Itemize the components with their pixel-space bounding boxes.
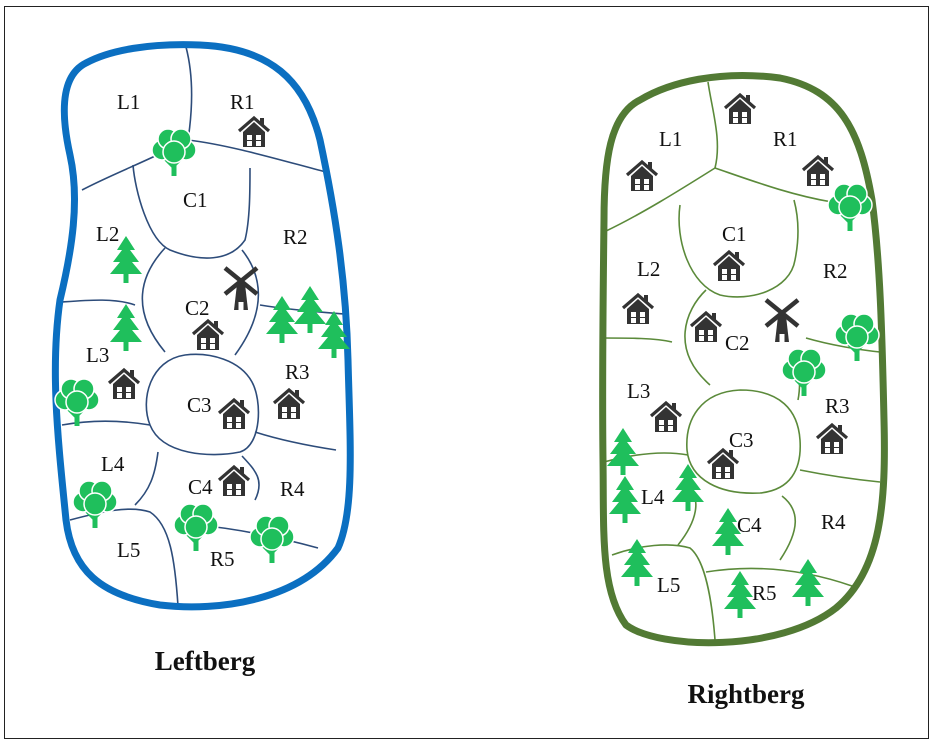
- region-label: L1: [659, 127, 682, 151]
- region-label: C4: [737, 513, 762, 537]
- region-label: C2: [185, 296, 210, 320]
- house-icon: [272, 388, 306, 421]
- region-label: L2: [96, 222, 119, 246]
- pine-tree-icon: [672, 464, 704, 511]
- house-icon: [706, 448, 740, 481]
- house-icon: [107, 368, 141, 401]
- pine-tree-icon: [607, 428, 639, 475]
- house-icon: [217, 465, 251, 498]
- region-label: L2: [637, 257, 660, 281]
- region-label: R1: [230, 90, 255, 114]
- region-label: C4: [188, 475, 213, 499]
- house-icon: [649, 401, 683, 434]
- deciduous-tree-icon: [826, 182, 874, 233]
- deciduous-tree-icon: [833, 312, 881, 363]
- pine-tree-icon: [792, 559, 824, 606]
- region-label: R4: [821, 510, 846, 534]
- deciduous-tree-icon: [172, 502, 220, 553]
- windmill-icon: [766, 300, 798, 342]
- rightberg-region-boundaries: [601, 81, 881, 641]
- region-label: L5: [117, 538, 140, 562]
- region-label: C1: [722, 222, 747, 246]
- house-icon: [723, 93, 757, 126]
- region-label: R4: [280, 477, 305, 501]
- house-icon: [621, 293, 655, 326]
- region-label: L1: [117, 90, 140, 114]
- deciduous-tree-icon: [53, 377, 101, 428]
- house-icon: [191, 319, 225, 352]
- house-icon: [217, 398, 251, 431]
- region-label: R3: [825, 394, 850, 418]
- map-title-rightberg: Rightberg: [688, 679, 805, 709]
- leftberg-border: [51, 41, 354, 611]
- house-icon: [625, 160, 659, 193]
- region-label: R5: [210, 547, 235, 571]
- house-icon: [712, 250, 746, 283]
- region-label: R2: [283, 225, 308, 249]
- region-label: L5: [657, 573, 680, 597]
- region-label: C3: [729, 428, 754, 452]
- pine-tree-icon: [609, 476, 641, 523]
- region-label: R5: [752, 581, 777, 605]
- region-label: C1: [183, 188, 208, 212]
- region-label: R1: [773, 127, 798, 151]
- deciduous-tree-icon: [780, 347, 828, 398]
- region-label: R3: [285, 360, 310, 384]
- windmill-icon: [225, 268, 257, 310]
- pine-tree-icon: [110, 304, 142, 351]
- region-label: L3: [86, 343, 109, 367]
- region-label: L3: [627, 379, 650, 403]
- deciduous-tree-icon: [71, 479, 119, 530]
- house-icon: [689, 311, 723, 344]
- house-icon: [815, 423, 849, 456]
- pine-tree-icon: [266, 296, 298, 343]
- region-label: R2: [823, 259, 848, 283]
- house-icon: [801, 155, 835, 188]
- deciduous-tree-icon: [248, 514, 296, 565]
- leftberg-map: L1 R1 C1 L2 R2 C2 L3 R3 C3 L4 C4 R4 L5 R…: [51, 41, 354, 676]
- figure-frame: [4, 6, 929, 739]
- deciduous-tree-icon: [150, 127, 198, 178]
- rightberg-border: [599, 71, 888, 647]
- region-label: L4: [641, 485, 665, 509]
- house-icon: [237, 116, 271, 149]
- map-title-leftberg: Leftberg: [155, 646, 256, 676]
- rightberg-map: L1 R1 C1 L2 R2 C2 L3 R3 C3 L4 C4 R4 L5 R…: [599, 71, 888, 709]
- region-label: L4: [101, 452, 125, 476]
- region-label: C2: [725, 331, 750, 355]
- region-label: C3: [187, 393, 212, 417]
